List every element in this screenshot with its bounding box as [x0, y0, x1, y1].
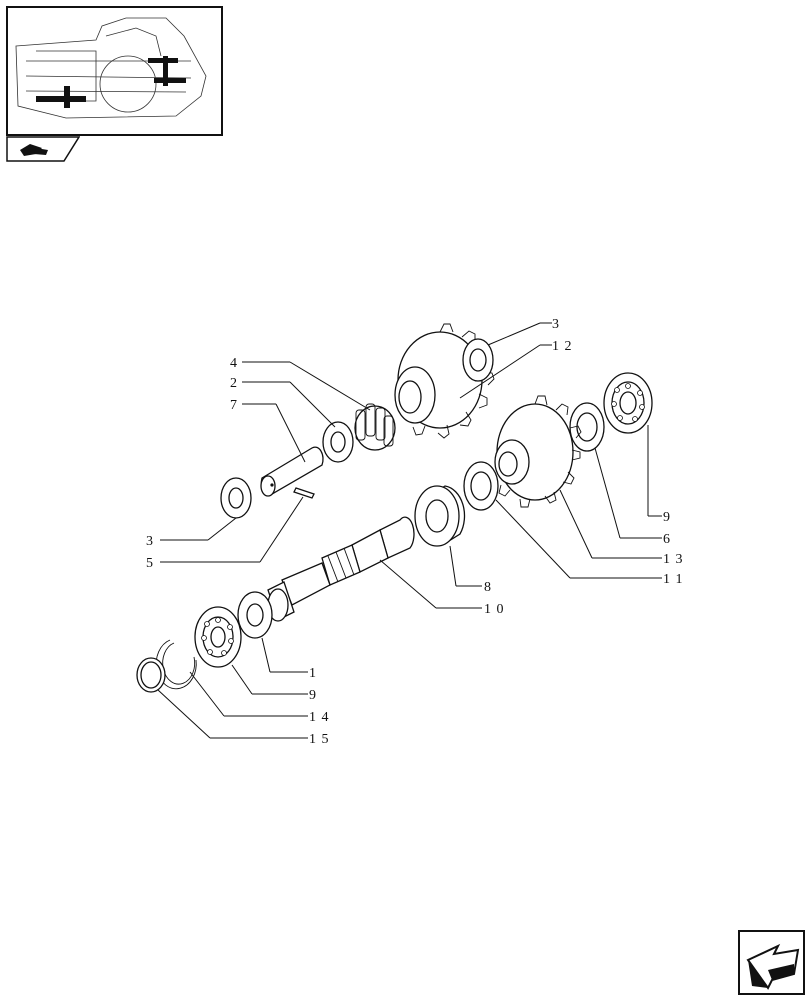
ball-bearing-bottom [194, 606, 242, 668]
needle-bearing [354, 403, 396, 451]
snap-ring-14 [155, 639, 197, 690]
main-shaft-10 [267, 516, 415, 622]
washer-2 [322, 421, 354, 463]
circlip-15 [136, 657, 166, 693]
callout-13: 1 3 [663, 552, 684, 567]
callout-9-bottom: 9 [309, 688, 317, 703]
callout-11: 1 1 [663, 572, 684, 587]
callout-2: 2 [230, 376, 238, 391]
next-page-arrow-icon[interactable] [738, 930, 805, 995]
washer-3-left [220, 477, 252, 519]
callout-14: 1 4 [309, 710, 330, 725]
callout-1: 1 [309, 666, 317, 681]
shaft-pin-7 [260, 446, 324, 497]
callout-8: 8 [484, 580, 492, 595]
callout-3-top: 3 [552, 317, 560, 332]
assembly-thumbnail [6, 6, 223, 136]
callout-4: 4 [230, 356, 238, 371]
callout-10: 1 0 [484, 602, 505, 617]
callout-15: 1 5 [309, 732, 330, 747]
callout-7: 7 [230, 398, 238, 413]
callout-5: 5 [146, 556, 154, 571]
gear-13 [494, 395, 582, 508]
ball-bearing-right [603, 372, 653, 434]
callout-12: 1 2 [552, 339, 573, 354]
splined-washer-6 [569, 402, 605, 452]
callout-6: 6 [663, 532, 671, 547]
washer-3-top [462, 338, 494, 382]
splined-washer-11 [463, 461, 499, 511]
coupling-sleeve-8 [414, 485, 466, 547]
washer-1 [237, 591, 273, 639]
callout-3-left: 3 [146, 534, 154, 549]
callout-9-right: 9 [663, 510, 671, 525]
roll-pin-5 [293, 487, 315, 499]
book-icon[interactable] [6, 136, 80, 162]
upper-gear [394, 323, 495, 439]
